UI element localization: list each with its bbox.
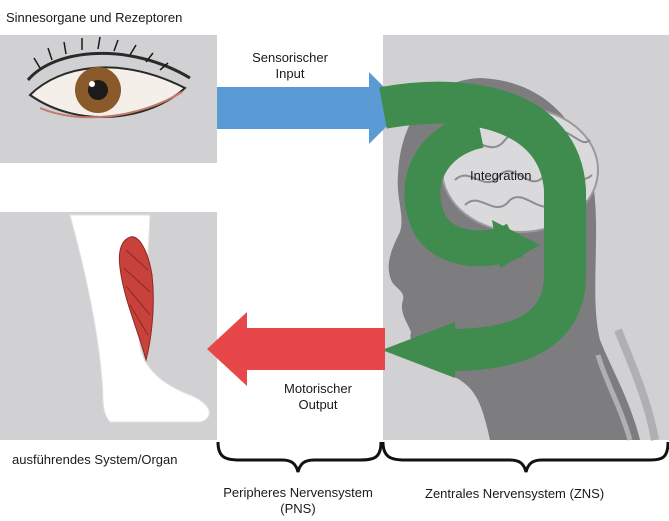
sensory-input-label: Sensorischer Input: [230, 50, 350, 82]
eye-illustration: [28, 37, 190, 117]
motor-output-line1: Motorischer: [258, 381, 378, 397]
leg-illustration: [70, 215, 209, 422]
pns-bracket: [218, 442, 381, 472]
effector-label: ausführendes System/Organ: [12, 452, 177, 468]
cns-bracket: [383, 442, 668, 472]
motor-output-label: Motorischer Output: [258, 381, 378, 413]
integration-label: Integration: [470, 168, 531, 184]
motor-output-line2: Output: [258, 397, 378, 413]
sensory-input-line2: Input: [230, 66, 350, 82]
top-left-title: Sinnesorgane und Rezeptoren: [6, 10, 182, 26]
sensory-input-line1: Sensorischer: [230, 50, 350, 66]
pns-line2: (PNS): [198, 501, 398, 517]
sensory-input-arrow: [217, 72, 405, 144]
motor-output-arrow: [207, 312, 385, 386]
cns-label: Zentrales Nervensystem (ZNS): [425, 486, 604, 502]
pns-label: Peripheres Nervensystem (PNS): [198, 485, 398, 517]
pns-line1: Peripheres Nervensystem: [198, 485, 398, 501]
